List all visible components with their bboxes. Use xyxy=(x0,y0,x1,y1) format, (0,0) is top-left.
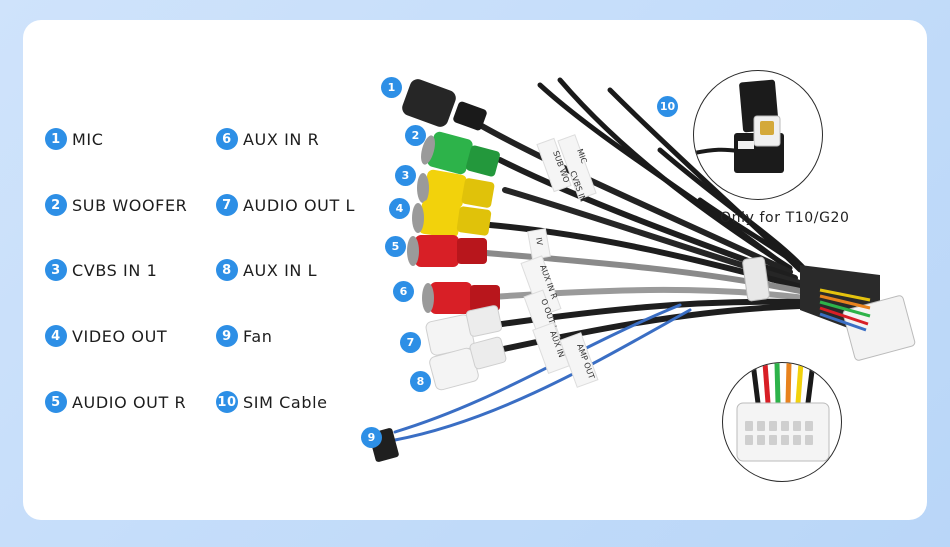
mic-connector xyxy=(402,79,487,131)
legend-label: CVBS IN 1 xyxy=(72,260,158,280)
rca-yellow-connector xyxy=(417,169,495,209)
rca-green-connector xyxy=(421,131,500,177)
rca-white-connector xyxy=(425,305,503,356)
legend-label: AUX IN L xyxy=(243,260,318,280)
legend-label: AUX IN R xyxy=(243,129,320,149)
legend-label: VIDEO OUT xyxy=(72,326,168,346)
legend-number-badge: 2 xyxy=(45,194,67,216)
rca-yellow-connector-2 xyxy=(412,200,492,238)
legend-label: SUB WOOFER xyxy=(72,195,188,215)
legend-number-badge: 8 xyxy=(216,259,238,281)
rca-red-connector-2 xyxy=(422,282,500,314)
legend-number-badge: 1 xyxy=(45,128,67,150)
callout-badge: 4 xyxy=(389,198,410,219)
legend-number-badge: 6 xyxy=(216,128,238,150)
legend-item-mic: 1 MIC xyxy=(45,128,104,150)
legend-label: Fan xyxy=(243,326,273,346)
main-connector xyxy=(800,265,916,361)
sim-card-icon xyxy=(694,79,784,173)
rca-red-connector xyxy=(407,235,487,267)
callout-badge: 6 xyxy=(393,281,414,302)
callout-badge: 2 xyxy=(405,125,426,146)
callout-badge: 8 xyxy=(410,371,431,392)
tag-iv: IV xyxy=(534,237,544,247)
callout-badge: 5 xyxy=(385,236,406,257)
legend-item-video-out: 4 VIDEO OUT xyxy=(45,325,167,347)
legend-number-badge: 3 xyxy=(45,259,67,281)
legend-item-sub-woofer: 2 SUB WOOFER xyxy=(45,194,187,216)
legend-number-badge: 7 xyxy=(216,194,238,216)
callout-badge: 1 xyxy=(381,77,402,98)
rca-white-connector-2 xyxy=(429,336,507,391)
legend-item-fan: 9 Fan xyxy=(216,325,272,347)
callout-badge: 7 xyxy=(400,332,421,353)
legend-item-audio-out-l: 7 AUDIO OUT L xyxy=(216,194,355,216)
legend-item-cvbs-in: 3 CVBS IN 1 xyxy=(45,259,157,281)
callout-badge: 3 xyxy=(395,165,416,186)
legend-label: MIC xyxy=(72,129,104,149)
callout-badge: 10 xyxy=(657,96,678,117)
legend-number-badge: 5 xyxy=(45,391,67,413)
legend-label: AUDIO OUT L xyxy=(243,195,356,215)
legend-number-badge: 9 xyxy=(216,325,238,347)
connector-closeup-inset xyxy=(722,362,842,482)
legend-label: SIM Cable xyxy=(243,392,328,412)
legend-item-aux-in-l: 8 AUX IN L xyxy=(216,259,317,281)
callout-badge: 9 xyxy=(361,427,382,448)
legend-item-aux-in-r: 6 AUX IN R xyxy=(216,128,319,150)
legend-number-badge: 10 xyxy=(216,391,238,413)
sim-cable-inset xyxy=(693,70,823,200)
legend-label: AUDIO OUT R xyxy=(72,392,187,412)
legend-item-sim-cable: 10 SIM Cable xyxy=(216,391,328,413)
connector-pins-icon xyxy=(736,363,830,462)
legend-item-audio-out-r: 5 AUDIO OUT R xyxy=(45,391,186,413)
sim-caption: Only for T10/G20 xyxy=(720,210,850,226)
legend-number-badge: 4 xyxy=(45,325,67,347)
